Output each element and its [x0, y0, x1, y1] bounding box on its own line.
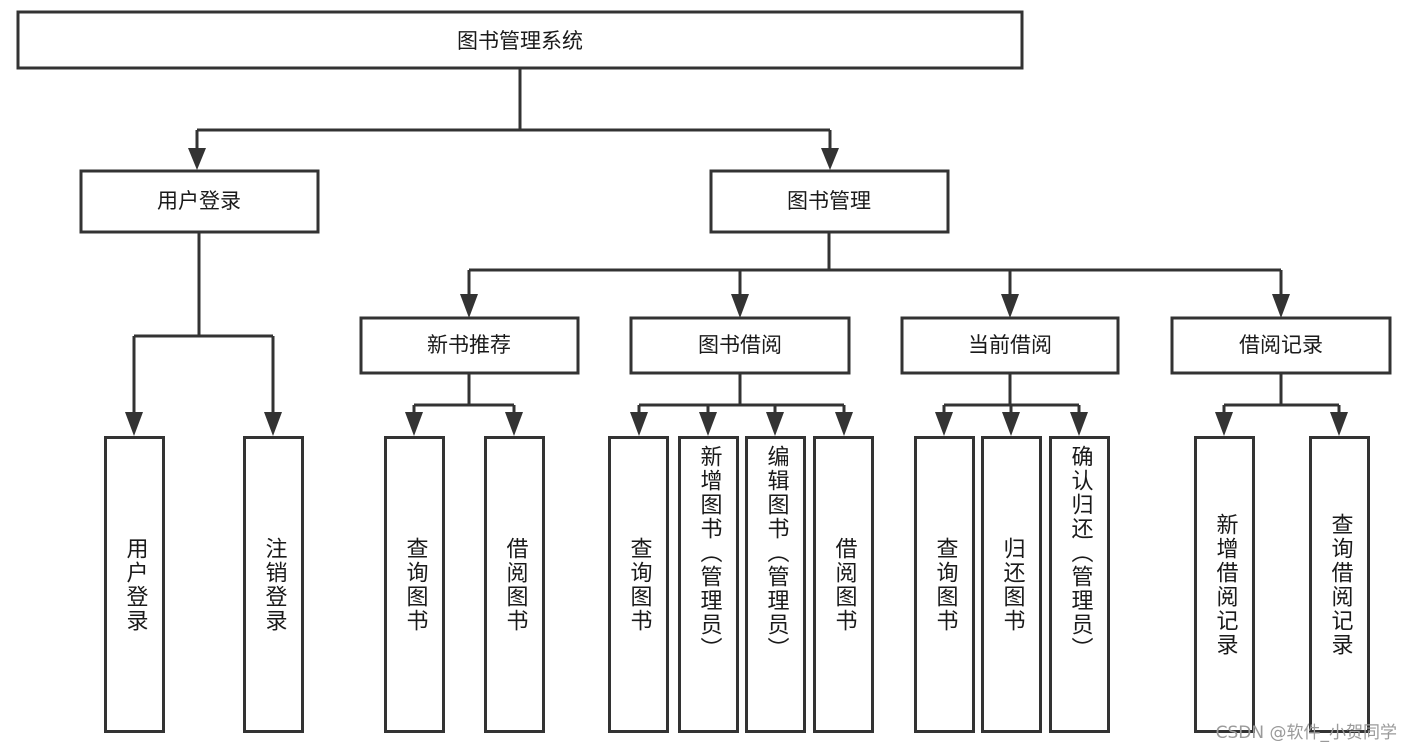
arrowhead-leaf-new-book-1 — [405, 412, 423, 436]
node-current-borrow[interactable]: 当前借阅 — [900, 316, 1120, 375]
arrowhead-leaf-current-borrow-1 — [935, 412, 953, 436]
arrowhead-leaf-book-borrow-2 — [699, 412, 717, 436]
node-root-label: 图书管理系统 — [457, 29, 583, 53]
node-root[interactable]: 图书管理系统 — [16, 10, 1024, 70]
leaf-box-new-book-1[interactable]: 查询图书 — [384, 436, 445, 733]
node-borrow-record-label: 借阅记录 — [1239, 333, 1323, 357]
node-new-book-rect — [359, 316, 580, 375]
leaf-label-current-borrow-2: 归还图书 — [999, 536, 1025, 633]
leaf-label-book-borrow-1: 查询图书 — [626, 536, 652, 633]
arrowhead-leaf-user-login-1 — [125, 412, 143, 436]
leaf-box-new-book-2[interactable]: 借阅图书 — [484, 436, 545, 733]
arrowhead-new-book — [460, 294, 478, 318]
leaf-label-book-borrow-4: 借阅图书 — [831, 536, 857, 633]
node-book-manage[interactable]: 图书管理 — [709, 169, 950, 234]
node-book-borrow-label: 图书借阅 — [698, 333, 782, 357]
leaf-box-user-login-2[interactable]: 注销登录 — [243, 436, 304, 733]
leaf-box-user-login-1[interactable]: 用户登录 — [104, 436, 165, 733]
leaf-box-current-borrow-1[interactable]: 查询图书 — [914, 436, 975, 733]
arrowhead-leaf-user-login-2 — [264, 412, 282, 436]
leaf-box-borrow-record-1[interactable]: 新增借阅记录 — [1194, 436, 1255, 733]
leaf-label-current-borrow-1: 查询图书 — [932, 536, 958, 633]
arrowhead-leaf-book-borrow-4 — [835, 412, 853, 436]
leaf-label-book-borrow-3: 编辑图书（管理员） — [763, 445, 789, 661]
leaf-box-book-borrow-2[interactable]: 新增图书（管理员） — [678, 436, 739, 733]
leaf-label-new-book-1: 查询图书 — [402, 536, 428, 633]
arrowhead-book-borrow — [731, 294, 749, 318]
node-book-borrow[interactable]: 图书借阅 — [629, 316, 851, 375]
arrowhead-leaf-borrow-record-2 — [1330, 412, 1348, 436]
leaf-box-book-borrow-4[interactable]: 借阅图书 — [813, 436, 874, 733]
leaf-label-current-borrow-3: 确认归还（管理员） — [1067, 445, 1093, 661]
node-book-manage-label: 图书管理 — [787, 189, 871, 213]
node-user-login-label: 用户登录 — [157, 189, 241, 213]
leaf-box-current-borrow-2[interactable]: 归还图书 — [981, 436, 1042, 733]
leaf-label-user-login-2: 注销登录 — [261, 536, 287, 633]
leaf-box-book-borrow-3[interactable]: 编辑图书（管理员） — [745, 436, 806, 733]
node-user-login[interactable]: 用户登录 — [79, 169, 320, 234]
node-current-borrow-label: 当前借阅 — [968, 333, 1052, 357]
csdn-watermark: CSDN @软件_小贺同学 — [1215, 723, 1397, 743]
node-current-borrow-rect — [900, 316, 1120, 375]
arrowhead-leaf-new-book-2 — [505, 412, 523, 436]
arrowhead-user-login — [188, 148, 206, 170]
leaf-box-current-borrow-3[interactable]: 确认归还（管理员） — [1049, 436, 1110, 733]
node-new-book[interactable]: 新书推荐 — [359, 316, 580, 375]
leaf-label-book-borrow-2: 新增图书（管理员） — [696, 445, 722, 661]
arrowhead-borrow-record — [1272, 294, 1290, 318]
node-borrow-record[interactable]: 借阅记录 — [1170, 316, 1392, 375]
node-new-book-label: 新书推荐 — [427, 333, 511, 357]
leaf-box-book-borrow-1[interactable]: 查询图书 — [608, 436, 669, 733]
arrowhead-leaf-current-borrow-2 — [1002, 412, 1020, 436]
arrowhead-leaf-book-borrow-3 — [766, 412, 784, 436]
leaf-label-new-book-2: 借阅图书 — [502, 536, 528, 633]
node-root-rect — [16, 10, 1024, 70]
leaf-label-borrow-record-2: 查询借阅记录 — [1327, 512, 1353, 657]
arrowhead-current-borrow — [1001, 294, 1019, 318]
arrowhead-leaf-current-borrow-3 — [1070, 412, 1088, 436]
arrowhead-book-manage — [821, 148, 839, 170]
leaf-label-user-login-1: 用户登录 — [122, 536, 148, 633]
arrowhead-leaf-book-borrow-1 — [630, 412, 648, 436]
leaf-box-borrow-record-2[interactable]: 查询借阅记录 — [1309, 436, 1370, 733]
arrowhead-leaf-borrow-record-1 — [1215, 412, 1233, 436]
leaf-label-borrow-record-1: 新增借阅记录 — [1212, 512, 1238, 657]
